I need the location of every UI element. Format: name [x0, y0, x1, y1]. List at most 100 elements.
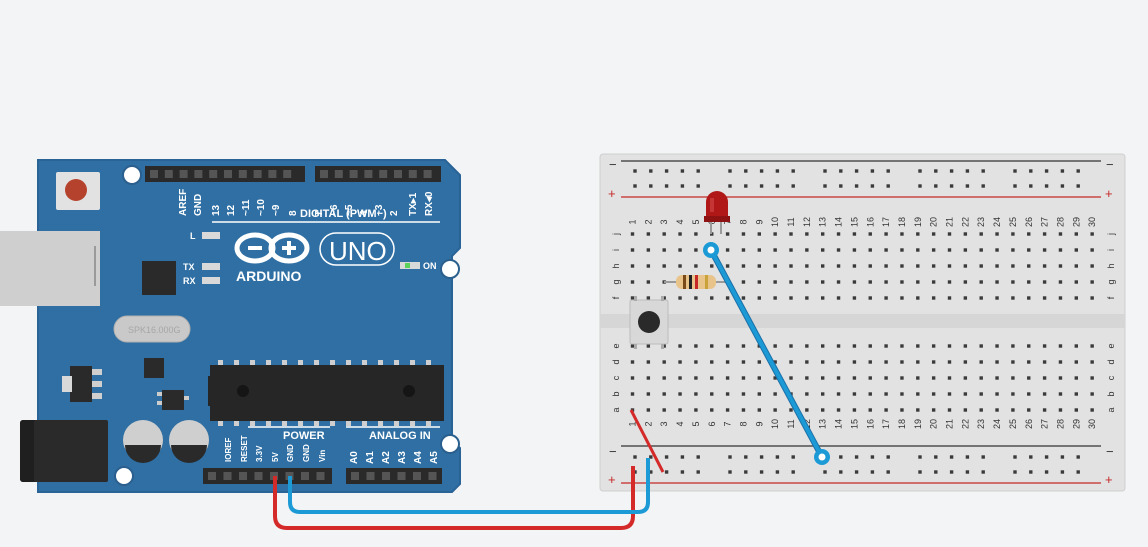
digital-pin-label: 13	[211, 204, 222, 216]
rail-minus-top-left: −	[609, 157, 617, 172]
column-label: 17	[881, 217, 891, 227]
wire-5v-red[interactable]	[273, 466, 635, 530]
column-label: 1	[628, 421, 638, 426]
power-pin-label: 3.3V	[255, 445, 264, 462]
row-label: d	[611, 359, 621, 364]
column-label: 15	[849, 217, 859, 227]
led-rx-label: RX	[183, 276, 196, 286]
column-label: 25	[1008, 217, 1018, 227]
arduino-logo	[234, 232, 310, 264]
breadboard-column-labels: 1122334455667788991010111112121313141415…	[628, 217, 1098, 429]
rail-minus-bottom-right: −	[1106, 444, 1114, 459]
column-label: 15	[849, 419, 859, 429]
column-label: 1	[628, 219, 638, 224]
digital-label: DIGITAL (PWM~)	[300, 208, 387, 220]
mounting-hole	[114, 466, 134, 486]
power-header	[203, 468, 332, 484]
digital-pin-label: 7	[314, 210, 325, 216]
voltage-regulator	[70, 366, 92, 402]
digital-pin-label: RX◂0	[424, 191, 435, 216]
wire-red-jumper[interactable]	[629, 409, 665, 473]
column-label: 12	[802, 217, 812, 227]
digital-pin-label: ~11	[241, 199, 252, 216]
column-label: 2	[643, 219, 653, 224]
power-pin-label: GND	[286, 444, 295, 462]
column-label: 3	[659, 219, 669, 224]
column-label: 30	[1087, 217, 1097, 227]
rail-plus-bottom-left: +	[608, 472, 616, 487]
row-label: i	[1106, 249, 1116, 251]
column-label: 19	[913, 217, 923, 227]
digital-pin-label: 2	[389, 210, 400, 216]
column-label: 8	[738, 219, 748, 224]
rail-minus-top-right: −	[1106, 157, 1114, 172]
column-label: 8	[738, 421, 748, 426]
column-label: 10	[770, 217, 780, 227]
row-label: h	[1106, 263, 1116, 268]
power-label: POWER	[283, 430, 325, 442]
row-label: f	[1106, 296, 1116, 299]
row-label: c	[1106, 375, 1116, 380]
mounting-hole	[122, 165, 142, 185]
column-label: 10	[770, 419, 780, 429]
column-label: 17	[881, 419, 891, 429]
column-label: 5	[691, 421, 701, 426]
digital-pin-label: ~5	[344, 204, 355, 216]
row-label: b	[611, 391, 621, 396]
column-label: 11	[786, 217, 796, 226]
digital-pin-label: ~6	[329, 204, 340, 216]
digital-pin-label: ~9	[271, 204, 282, 216]
svg-text:SPK16.000G: SPK16.000G	[128, 325, 181, 335]
row-label: c	[611, 375, 621, 380]
column-label: 2	[643, 421, 653, 426]
column-label: 29	[1071, 419, 1081, 429]
mounting-hole	[440, 434, 460, 454]
led-l-label: L	[190, 231, 196, 241]
column-label: 9	[754, 219, 764, 224]
digital-header-right	[315, 166, 441, 182]
brand-text: ARDUINO	[236, 268, 301, 284]
rail-plus-bottom-right: +	[1105, 472, 1113, 487]
column-label: 26	[1024, 217, 1034, 227]
on-label: ON	[423, 261, 437, 271]
wire-gnd-blue[interactable]	[288, 458, 650, 514]
row-label: g	[611, 279, 621, 284]
analog-pin-label: A4	[413, 451, 424, 464]
analog-pin-label: A0	[349, 451, 360, 464]
power-pin-label: Vin	[318, 450, 327, 462]
column-label: 20	[929, 419, 939, 429]
column-label: 27	[1040, 419, 1050, 429]
wire-led-ground-blue[interactable]	[709, 249, 824, 458]
column-label: 24	[992, 419, 1002, 429]
column-label: 16	[865, 217, 875, 227]
row-label: e	[611, 343, 621, 348]
row-label: j	[1106, 233, 1116, 236]
column-label: 11	[786, 419, 796, 428]
push-button[interactable]	[629, 296, 669, 349]
column-label: 13	[818, 217, 828, 227]
usb-chip	[142, 261, 176, 295]
breadboard[interactable]: − − + + − − + + 112233445566778899101011…	[599, 153, 1126, 492]
digital-pin-label: TX▸1	[408, 192, 419, 216]
led-rx	[202, 277, 220, 284]
red-led[interactable]	[704, 191, 730, 234]
column-label: 21	[945, 419, 955, 429]
analog-pin-label: A2	[381, 451, 392, 464]
digital-pin-label: ~3	[374, 204, 385, 216]
column-label: 4	[675, 421, 685, 426]
row-label: h	[611, 263, 621, 268]
analog-pin-label: A1	[365, 451, 376, 464]
column-label: 19	[913, 419, 923, 429]
column-label: 9	[754, 421, 764, 426]
column-label: 13	[818, 419, 828, 429]
led-tx-label: TX	[183, 262, 195, 272]
column-label: 4	[675, 219, 685, 224]
resistor[interactable]	[664, 275, 728, 289]
digital-pin-label: 12	[226, 204, 237, 216]
column-label: 22	[960, 419, 970, 429]
row-label: e	[1106, 343, 1116, 348]
